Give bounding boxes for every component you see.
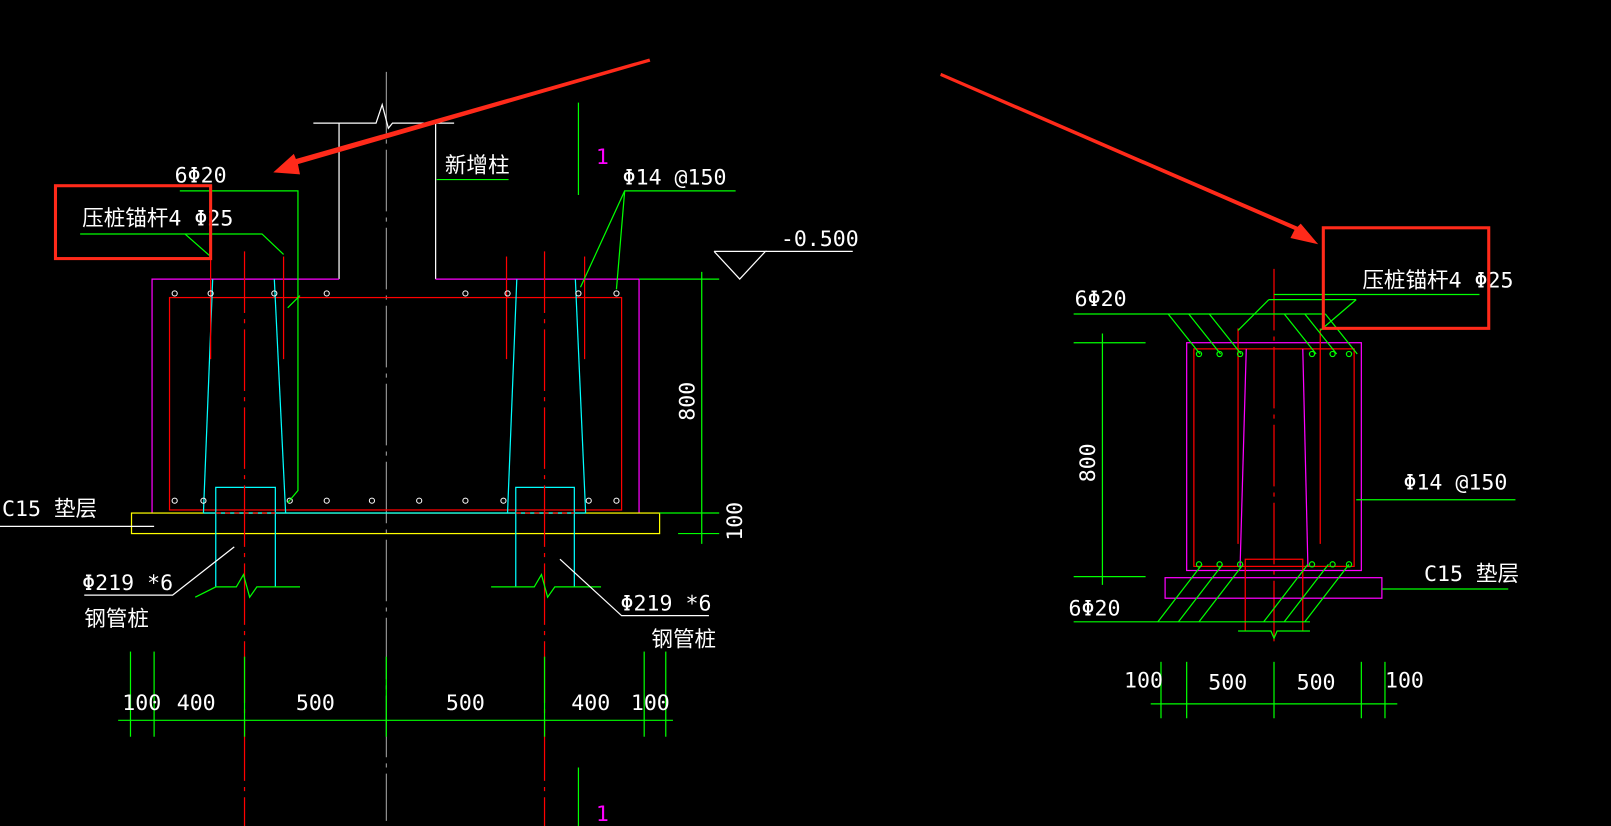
leader-stirrup [615,190,626,290]
pile-taper [574,279,587,514]
label-cushion: C15 垫层 [1424,562,1519,587]
section-mark: 1 [596,145,609,170]
dim-cushion: 100 [723,502,748,541]
pile-taper [273,279,287,514]
pile-taper [202,279,214,514]
leader-tick [287,295,301,309]
label-elevation: -0.500 [781,227,859,252]
elevation-symbol [713,250,767,281]
pile-taper [1302,348,1309,567]
rebar-dots [1195,350,1353,568]
pile-break [491,573,602,599]
break-line [313,102,455,130]
steel-pipe-pile-left [215,486,276,587]
dim-label: 100 [122,691,161,716]
rebar-dots [171,290,620,504]
hatch-bottom [1073,563,1350,640]
label-pile-name-right: 钢管桩 [651,627,716,652]
dim-label: 100 [631,691,670,716]
leader-anchor [184,233,212,257]
hatch-top [1167,299,1358,355]
dim-label: 400 [177,691,216,716]
section-mark: 1 [596,802,609,826]
dim-label: 500 [296,691,335,716]
label-stirrup: Φ14 @150 [623,166,727,191]
pile-taper [1239,348,1247,567]
left-pile-cap-detail: 6Φ20 压桩锚杆4 Φ25 新增柱 Φ14 @150 -0.500 C15 垫… [0,71,859,826]
dim-ticks [1160,661,1386,719]
leader-6phi20 [179,190,299,504]
highlight-box-right [1321,226,1491,330]
cap-outline-right [435,278,640,514]
label-stirrup: Φ14 @150 [1403,470,1507,495]
c15-cushion [1164,577,1383,599]
pile-taper [506,279,518,514]
dim-height: 800 [676,382,701,421]
c15-cushion [130,512,661,535]
highlight-box-left [53,184,213,261]
right-pile-cap-detail: 压桩锚杆4 Φ25 6Φ20 6Φ20 800 Φ14 @150 C15 垫层 … [1069,268,1519,719]
dim-ticks [129,651,667,737]
dim-label: 400 [571,691,610,716]
cap-outline [1186,342,1362,572]
leader-pile-right [559,558,709,617]
arrow-right [940,72,1319,245]
label-cushion: C15 垫层 [2,497,97,522]
dim-height: 800 [1076,443,1101,482]
cap-outline-left [151,278,340,514]
label-pile-name-left: 钢管桩 [84,607,149,632]
label-pile-size-left: Φ219 *6 [82,571,173,596]
label-top-rebar: 6Φ20 [1075,287,1127,312]
stirrup-rect [168,296,623,511]
steel-pipe-pile [1244,558,1304,632]
dim-label: 500 [446,691,485,716]
leader-anchor [80,233,284,255]
label-pile-size-right: Φ219 *6 [621,592,712,617]
label-anchor: 压桩锚杆4 Φ25 [82,207,233,232]
dim-label: 500 [1297,671,1336,696]
stirrup-rect [1193,348,1355,568]
leader-stirrup [579,190,736,288]
dim-label: 100 [1124,668,1163,693]
label-bottom-rebar: 6Φ20 [1069,597,1121,622]
dim-label: 500 [1208,671,1247,696]
arrow-left [273,58,651,175]
pile-break [194,573,301,599]
label-new-column: 新增柱 [445,153,510,178]
leader-pile-left [84,546,235,596]
dim-label: 100 [1385,668,1424,693]
label-anchor: 压桩锚杆4 Φ25 [1362,268,1513,293]
